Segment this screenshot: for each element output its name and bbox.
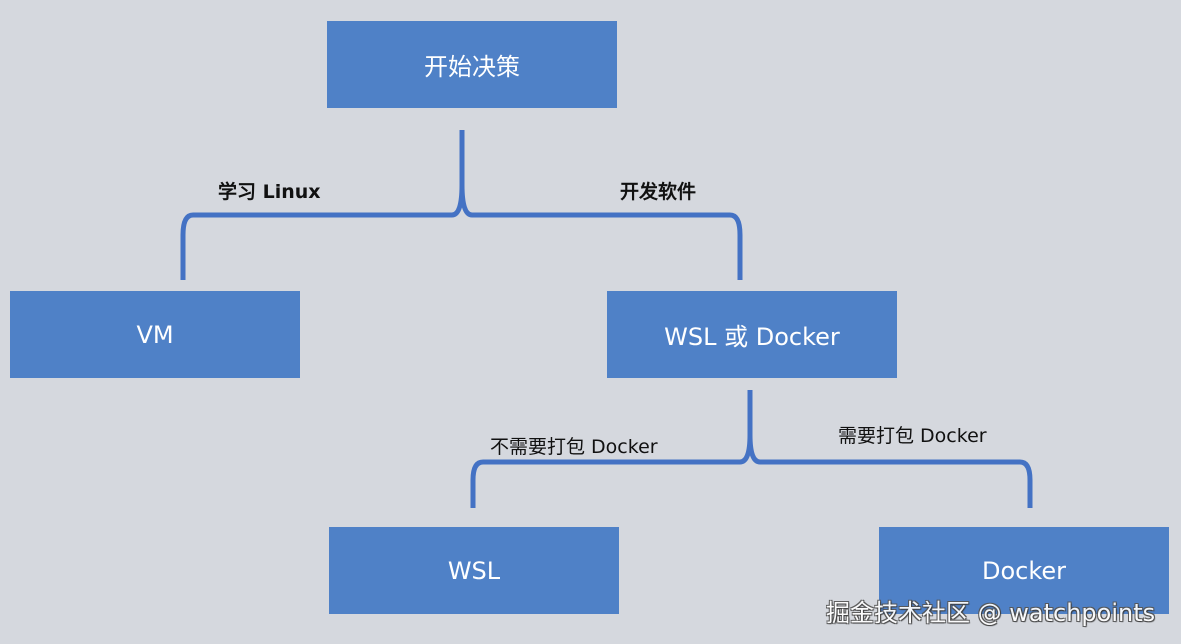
brace-start-branch [180,130,743,280]
node-label: WSL 或 Docker [664,323,840,351]
node-label: VM [136,320,174,349]
node-label: 开始决策 [424,53,520,81]
node-label: Docker [981,556,1067,585]
node-vm: VM [10,291,300,378]
edge-label-pack-docker: 需要打包 Docker [838,425,987,447]
brace-wsl-docker-branch [470,390,1033,508]
node-start-decision: 开始决策 [327,21,617,108]
edge-label-learn-linux: 学习 Linux [218,181,321,203]
edge-label-no-pack-docker: 不需要打包 Docker [490,436,658,458]
node-label: WSL [447,556,501,585]
watermark: 掘金技术社区 @ watchpoints [826,599,1156,627]
node-docker: Docker [879,527,1169,614]
node-wsl-or-docker: WSL 或 Docker [607,291,897,378]
edge-label-dev-software: 开发软件 [620,181,697,203]
node-wsl: WSL [329,527,619,614]
